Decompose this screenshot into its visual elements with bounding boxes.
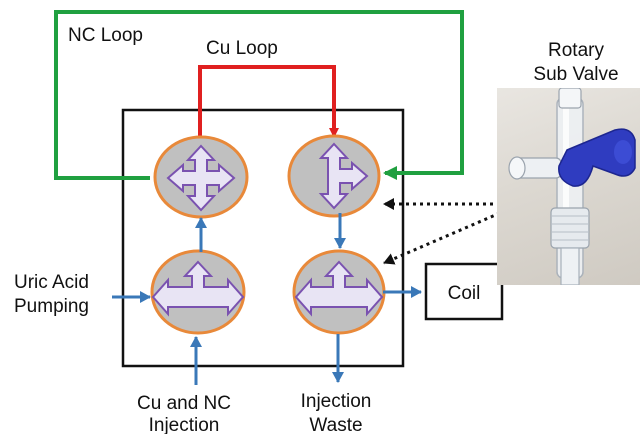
uric-acid-label-line1: Uric Acid <box>14 272 89 293</box>
coil-label: Coil <box>448 283 481 304</box>
cu-loop-label: Cu Loop <box>206 38 278 59</box>
rotary-sub-valve-label-line2: Sub Valve <box>533 64 618 85</box>
rotary-sub-valve-photo <box>497 88 640 285</box>
dotted-arrow-to-bottom-right-valve <box>383 211 501 265</box>
nc-loop-label: NC Loop <box>68 25 143 46</box>
cu-nc-injection-label-line1: Cu and NC <box>137 393 231 414</box>
valve-top-right-icon <box>287 134 381 218</box>
injection-waste-label-line2: Waste <box>309 415 362 434</box>
uric-acid-label-line2: Pumping <box>14 296 89 317</box>
rotary-sub-valve-label-line1: Rotary <box>548 40 604 61</box>
cu-nc-injection-label-line2: Injection <box>149 415 220 434</box>
valve-top-left-icon <box>153 135 249 219</box>
valve-bottom-left-icon <box>150 249 246 335</box>
injection-waste-label-line1: Injection <box>301 391 372 412</box>
coil-box <box>424 262 504 321</box>
manifold-box <box>121 108 405 368</box>
nc-loop-line <box>54 10 464 180</box>
valve-bottom-right-icon <box>292 249 386 335</box>
cu-loop-line <box>198 65 339 145</box>
